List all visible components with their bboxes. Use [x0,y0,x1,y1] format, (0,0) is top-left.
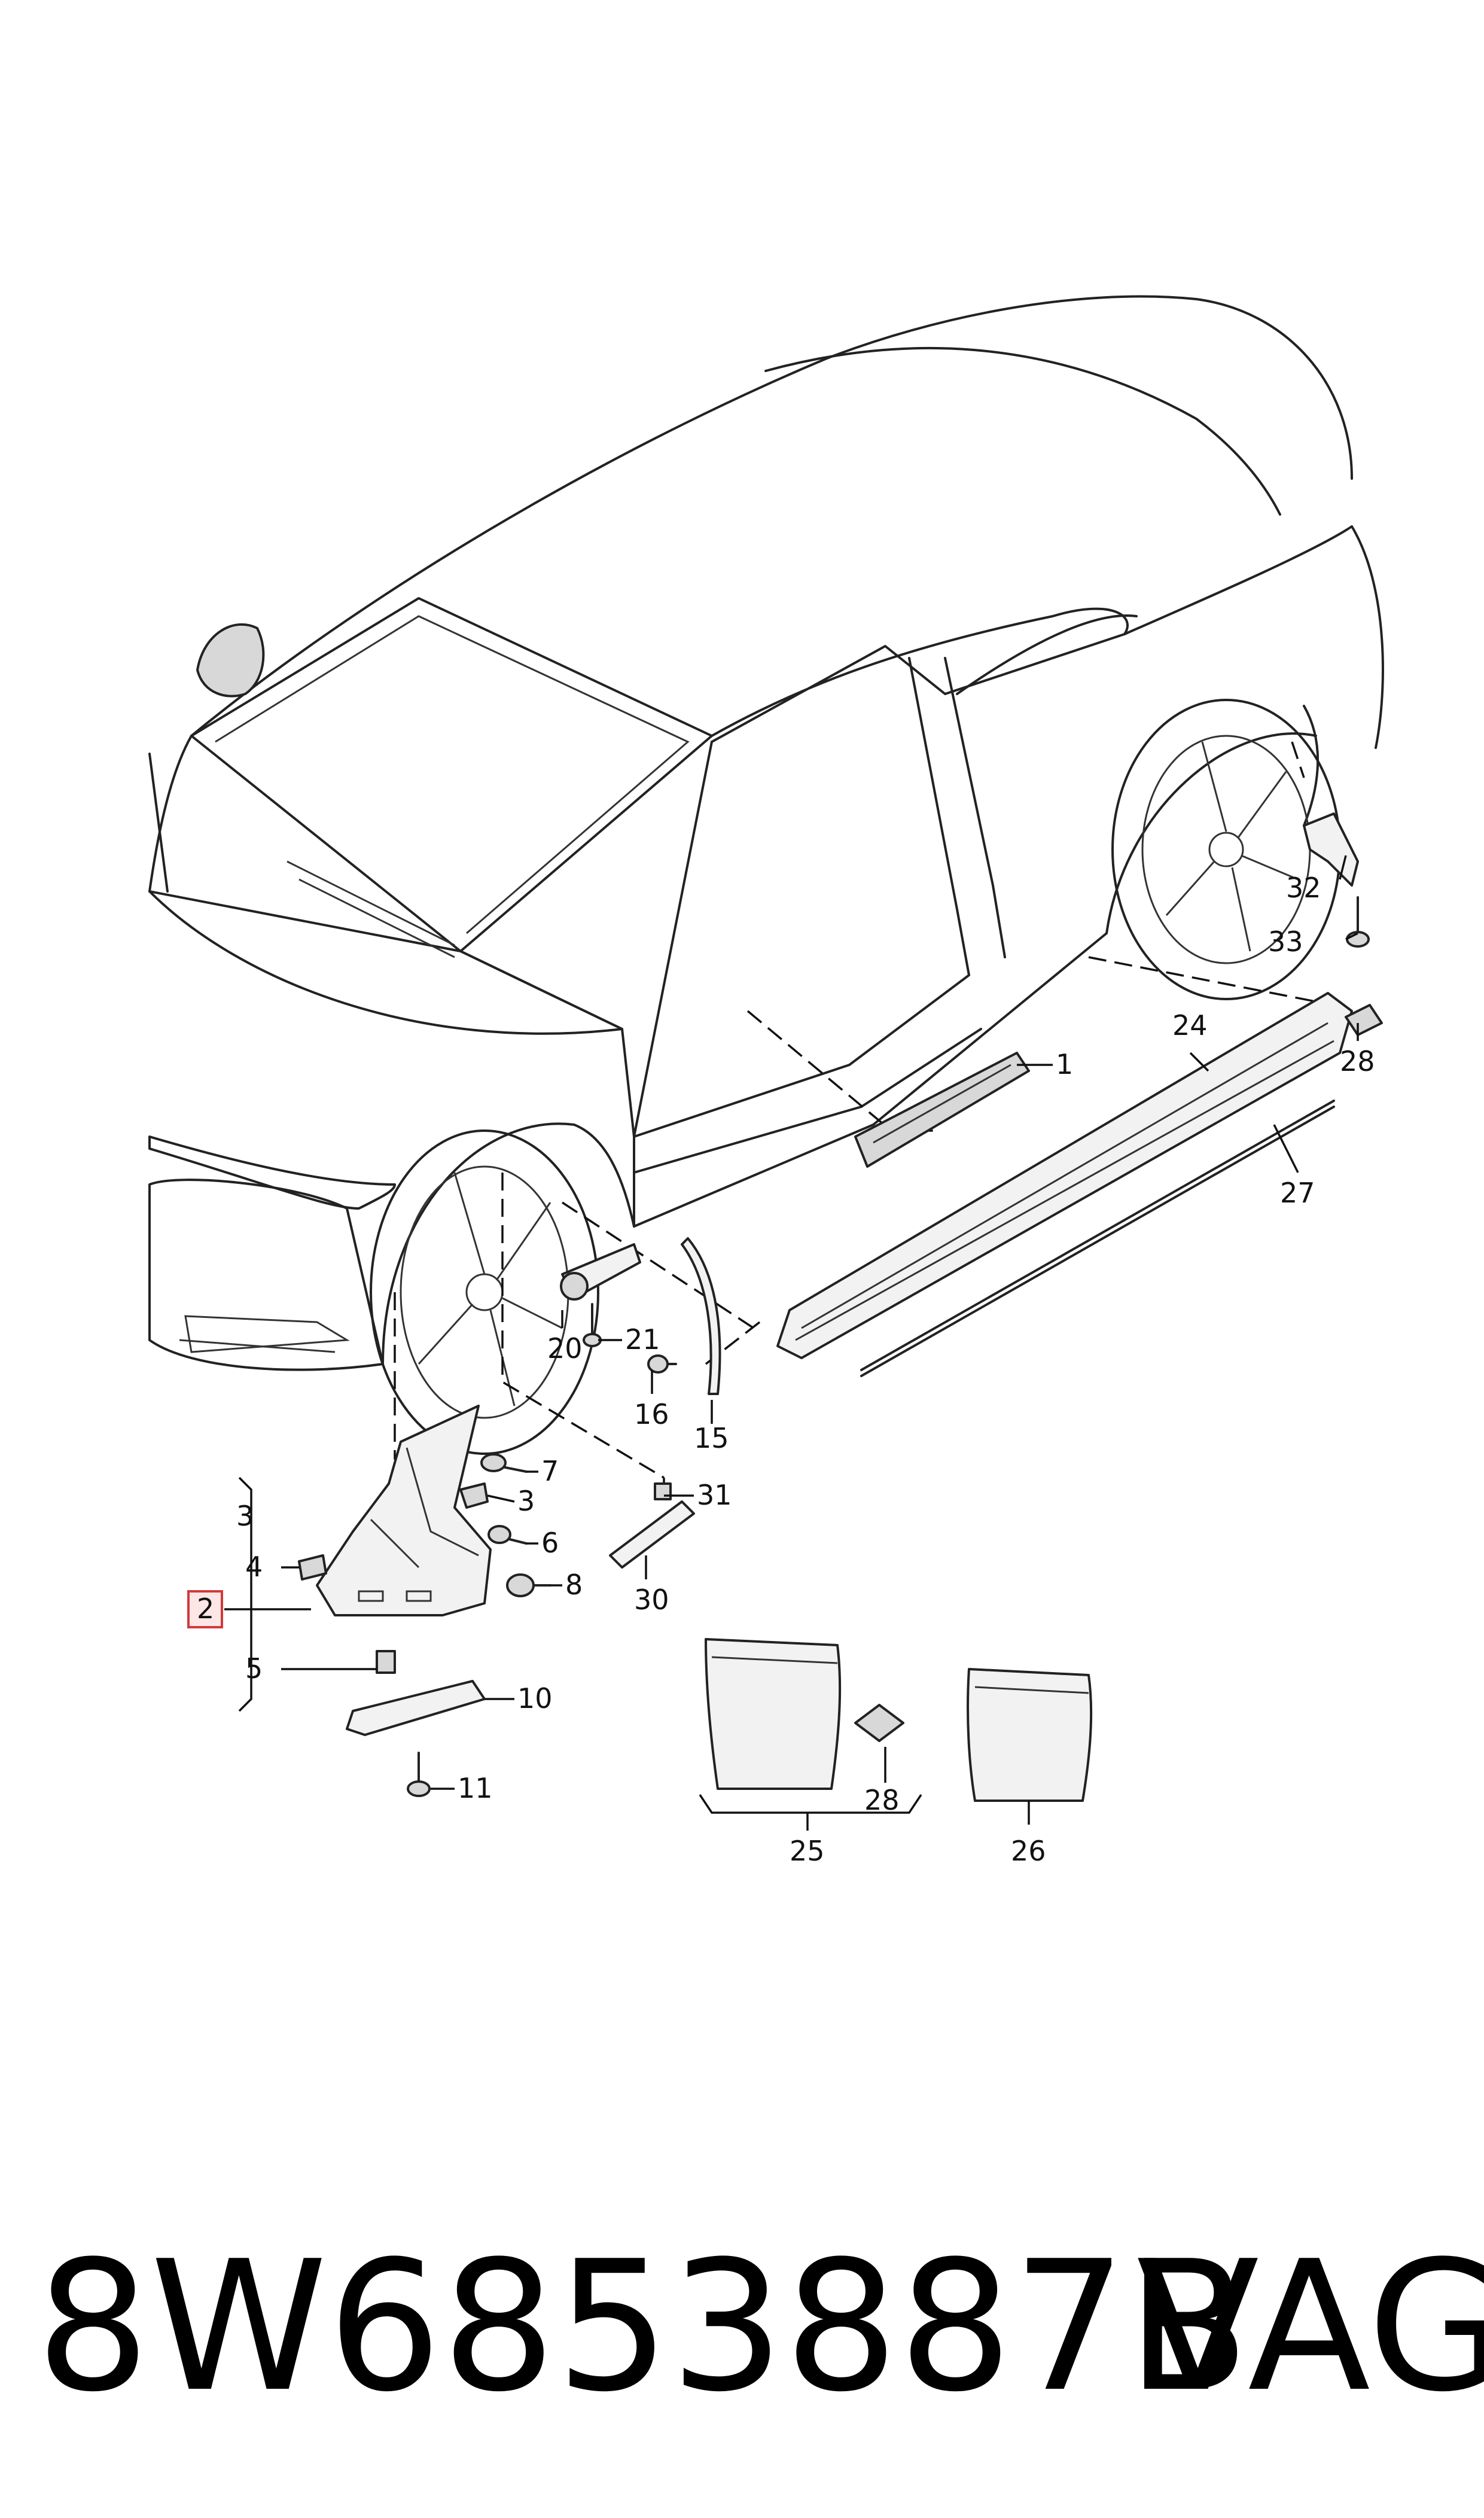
callout-27: 27 [1280,1177,1315,1209]
callout-31: 31 [697,1479,732,1511]
callout-8: 8 [565,1569,583,1601]
part-28-kit-clip [854,1704,904,1742]
callout-20: 20 [547,1332,583,1365]
callout-21: 21 [625,1323,660,1356]
part-3-clip [459,1482,489,1509]
part-27-skirt-strip [860,1100,1335,1377]
callout-28: 28 [1340,1045,1375,1077]
callout-labels: 1 24 28 27 32 33 21 20 16 15 31 30 7 3 6… [187,872,1375,1867]
callout-6: 6 [541,1527,559,1559]
part-28-clip [1345,1004,1383,1036]
part-30-trim [609,1500,695,1569]
part-31-clip [654,1482,672,1500]
callout-33: 33 [1268,925,1303,958]
callout-11: 11 [458,1772,493,1804]
callout-26: 26 [1011,1835,1046,1867]
callout-15: 15 [694,1422,729,1454]
callout-3-left: 3 [236,1500,254,1532]
callout-2-highlight [187,1590,223,1628]
part-33-screw [1346,896,1370,948]
callout-5: 5 [245,1652,263,1685]
parts-exploded-diagram: 1 24 28 27 32 33 21 20 16 15 31 30 7 3 6… [148,295,1384,1867]
part-10-bracket [346,1680,486,1736]
callout-32: 32 [1286,872,1321,904]
part-5-clip [376,1650,396,1674]
part-1-sill-trim [854,1052,1030,1168]
part-11-screw [407,1752,431,1797]
rear-wheel [1111,699,1341,1000]
part-25-kit [699,1638,922,1814]
part-4-clip [298,1554,327,1581]
car-body-outline [148,295,1384,1371]
part-24-side-skirt [776,992,1353,1359]
part-32-bracket [1303,812,1359,887]
callout-7: 7 [541,1455,559,1487]
part-8-screw [506,1573,551,1597]
part-16-rivet [647,1354,677,1374]
part-6-screw [487,1525,528,1545]
callout-2: 2 [197,1593,214,1625]
part-7-screw [480,1453,528,1473]
callout-25: 25 [790,1835,825,1867]
front-wheel [370,1129,599,1455]
brand-label: VAG [1136,2222,1484,2431]
part-26-kit [967,1668,1093,1802]
part-15-trim [681,1237,721,1395]
callout-30: 30 [634,1584,669,1616]
callout-10: 10 [517,1682,553,1715]
callout-3-right: 3 [517,1485,535,1517]
callout-1: 1 [1056,1048,1073,1080]
callout-28-kit: 28 [864,1784,900,1816]
callout-24: 24 [1172,1009,1208,1042]
part-number-label: 8W6853887B [36,2222,1250,2431]
part-20-bracket [560,1243,641,1301]
part-2-wheel-housing-liner [316,1405,492,1616]
callout-4: 4 [245,1551,263,1583]
callout-16: 16 [634,1398,669,1430]
callout-leaders [224,855,1359,1831]
